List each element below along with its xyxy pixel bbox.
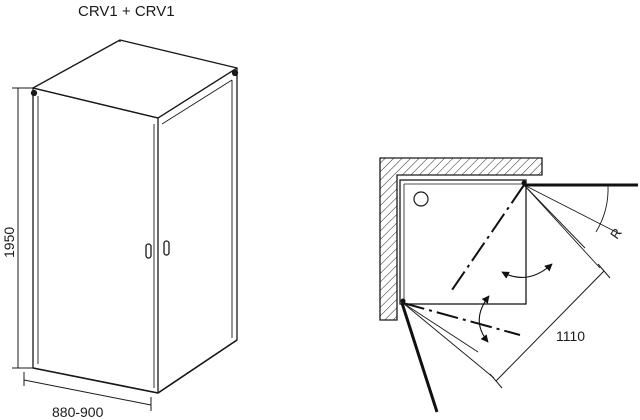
hinge-right (231, 69, 239, 77)
swing-guides (402, 184, 621, 379)
left-door-inner (37, 96, 155, 388)
left-rotation-arrow (478, 295, 490, 343)
right-handle (163, 240, 170, 256)
right-door-inner (161, 79, 233, 338)
radius-arc (595, 184, 609, 233)
height-label: 1950 (1, 227, 17, 258)
top-door-closed-line (451, 184, 525, 291)
top-hinge (521, 180, 527, 186)
width-label: 880-900 (52, 404, 104, 420)
width-dimension (23, 372, 152, 411)
tray-inner (403, 183, 522, 300)
shower-tray (399, 179, 527, 305)
enclosure-3d-view (30, 39, 239, 394)
drain-icon (413, 191, 429, 207)
wall-hatched (379, 157, 543, 321)
swing-diagonal-label: 1110 (556, 328, 585, 344)
left-door-closed-line (402, 302, 521, 336)
hinge-left (30, 89, 38, 97)
left-handle (145, 243, 152, 259)
base-line (32, 339, 238, 394)
height-dimension (12, 87, 33, 369)
swing-diagonal-dimension (489, 263, 611, 389)
plan-view (379, 157, 638, 413)
left-hinge (400, 298, 406, 304)
product-title: CRV1 + CRV1 (78, 3, 175, 20)
left-door-open (400, 302, 439, 413)
top-rotation-arrow (501, 263, 553, 279)
left-door-panel (32, 87, 159, 394)
right-door-panel (157, 67, 238, 394)
rotation-arrows (478, 263, 553, 343)
top-frame (32, 39, 238, 119)
radius-label: R (607, 225, 625, 241)
